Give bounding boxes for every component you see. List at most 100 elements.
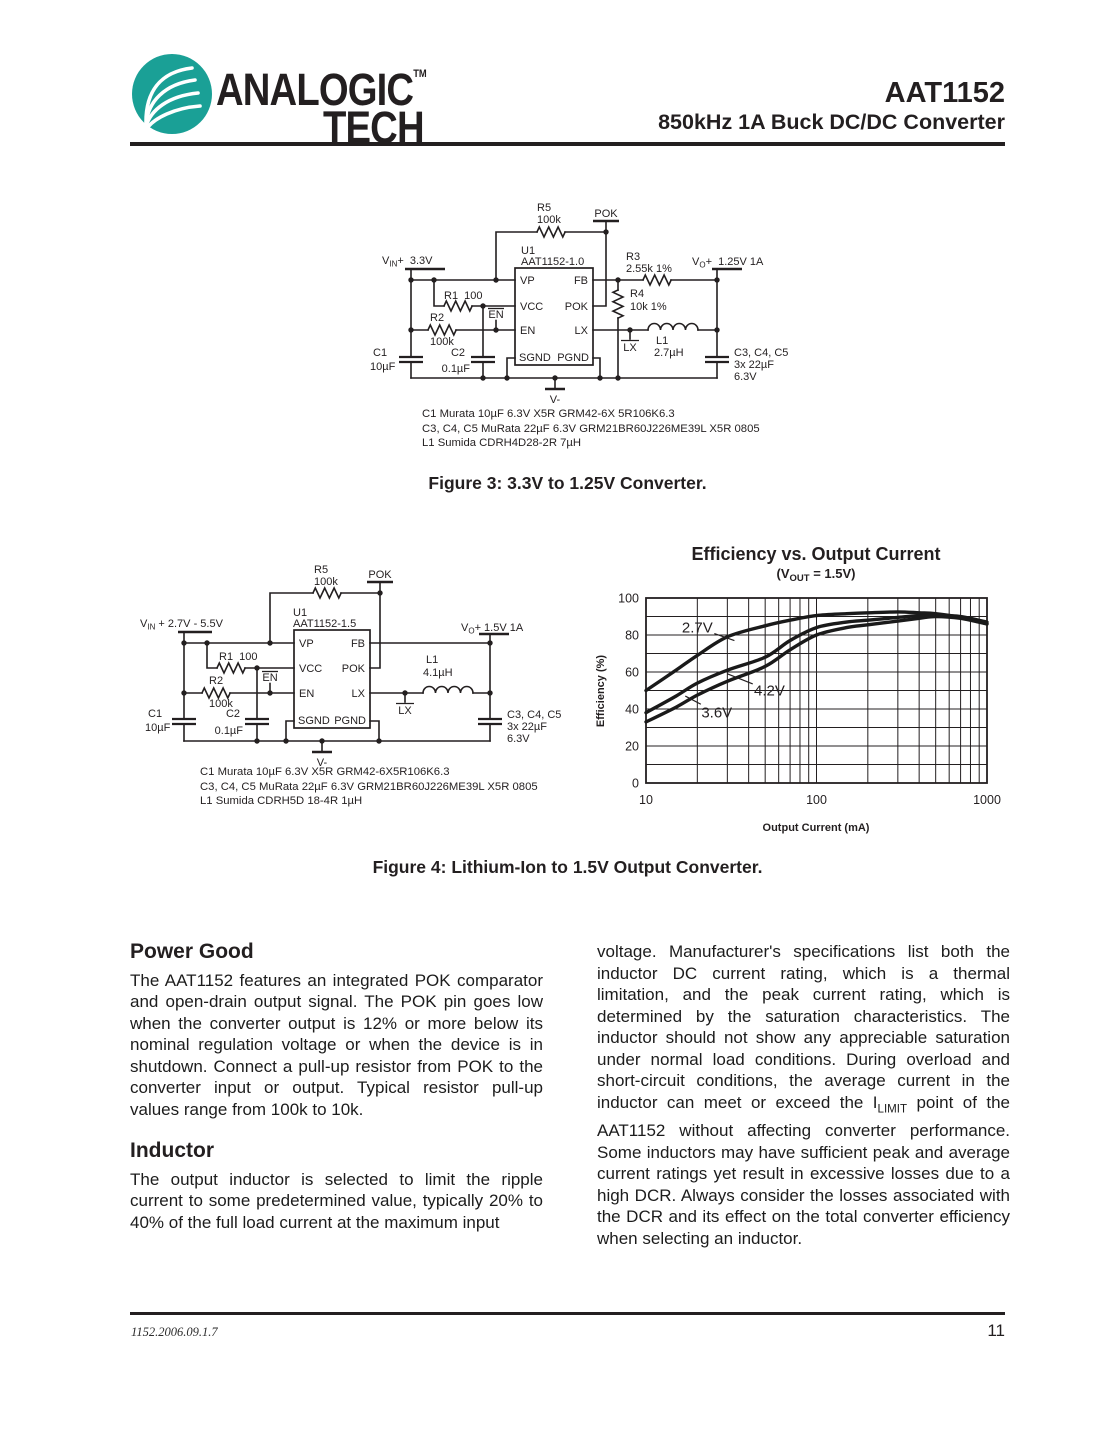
pin-pgnd: PGND xyxy=(557,352,589,364)
l1-ref: L1 xyxy=(426,654,438,666)
pin-vcc: VCC xyxy=(520,301,543,313)
c1-value: 10µF xyxy=(145,722,171,734)
r4-ref: R4 xyxy=(630,288,644,300)
efficiency-chart: Efficiency vs. Output Current (VOUT = 1.… xyxy=(595,544,1001,834)
pin-sgnd: SGND xyxy=(519,352,551,364)
u1-ref: U1 xyxy=(521,245,535,257)
pin-fb: FB xyxy=(574,275,588,287)
fig4-wires xyxy=(172,580,509,754)
capacitor-c345 xyxy=(705,355,729,364)
doc-subtitle: 850kHz 1A Buck DC/DC Converter xyxy=(658,110,1005,134)
y-tick-label: 40 xyxy=(625,703,639,717)
brand-wordmark: ANALOGICTM TECH xyxy=(216,54,464,150)
resistor-r1 xyxy=(442,299,474,313)
x-tick-label: 100 xyxy=(806,793,827,807)
curve-label-leader xyxy=(727,673,753,685)
power-good-body: The AAT1152 features an integrated POK c… xyxy=(130,970,543,1119)
vminus-label: V- xyxy=(550,394,561,406)
analogictech-logo-icon xyxy=(132,54,212,134)
r3-ref: R3 xyxy=(626,251,640,263)
capacitor-c1 xyxy=(399,355,423,364)
vminus-label: V- xyxy=(317,757,328,769)
footer-doc-id: 1152.2006.09.1.7 xyxy=(131,1325,218,1339)
fig3-wires xyxy=(399,219,742,391)
part-number: AAT1152 xyxy=(884,77,1005,109)
pok-terminal-label: POK xyxy=(368,569,392,581)
resistor-r5 xyxy=(535,225,567,239)
inductor-body: The output inductor is selected to limit… xyxy=(130,1169,543,1232)
figure3-notes: C1 Murata 10µF 6.3V X5R GRM42-6X 5R106K6… xyxy=(422,407,760,451)
pin-pok: POK xyxy=(565,301,589,313)
right-column: voltage. Manufacturer's specifications l… xyxy=(597,941,1010,1249)
note-line: L1 Sumida CDRH5D 18-4R 1µH xyxy=(200,795,363,807)
r5-ref: R5 xyxy=(314,564,328,576)
lx-terminal-label: LX xyxy=(623,342,637,354)
fig4-junctions xyxy=(181,590,493,744)
resistor-r1 xyxy=(215,661,247,675)
c345-value: 3x 22µF xyxy=(507,721,547,733)
capacitor-c345 xyxy=(478,717,502,726)
r4-value: 10k 1% xyxy=(630,301,667,313)
capacitor-c2 xyxy=(471,355,495,364)
footer-rule xyxy=(130,1312,1005,1315)
vin-label: VIN + 2.7V - 5.5V xyxy=(140,618,224,632)
pin-vp: VP xyxy=(299,638,314,650)
pin-pok: POK xyxy=(342,663,366,675)
inductor-l1 xyxy=(647,322,699,331)
curve-label-leader xyxy=(685,695,702,705)
curve-label: 2.7V xyxy=(682,620,713,637)
x-tick-label: 10 xyxy=(639,793,653,807)
resistor-r2 xyxy=(426,323,458,337)
l1-value: 2.7µH xyxy=(654,347,684,359)
right-column-body: voltage. Manufacturer's specifications l… xyxy=(597,942,1010,1248)
pin-vp: VP xyxy=(520,275,535,287)
fig4-labels: VIN + 2.7V - 5.5V R5 100k POK U1 AAT1152… xyxy=(140,564,561,769)
note-line: C3, C4, C5 MuRata 22µF 6.3V GRM21BR60J22… xyxy=(422,422,760,435)
lx-terminal-label: LX xyxy=(398,705,412,717)
r2-value: 100k xyxy=(430,336,454,348)
chart-ylabel: Efficiency (%) xyxy=(595,655,607,727)
pin-en: EN xyxy=(299,688,314,700)
vout-label: VO+ 1.25V 1A xyxy=(692,256,764,270)
pin-vcc: VCC xyxy=(299,663,322,675)
trademark-symbol: TM xyxy=(413,68,427,80)
doc-title-block: AAT1152 850kHz 1A Buck DC/DC Converter xyxy=(658,78,1005,136)
c2-value: 0.1µF xyxy=(215,725,244,737)
resistor-r3 xyxy=(641,273,673,287)
r2-ref: R2 xyxy=(209,675,223,687)
c345-value: 3x 22µF xyxy=(734,359,774,371)
brand-top-text: ANALOGICTM xyxy=(216,64,427,115)
figure4-notes: C1 Murata 10µF 6.3V X5R GRM42-6X5R106K6.… xyxy=(200,765,538,809)
curve-2.7V xyxy=(644,610,989,693)
inductor-heading: Inductor xyxy=(130,1139,214,1162)
pin-pgnd: PGND xyxy=(334,715,366,727)
figure3-caption: Figure 3: 3.3V to 1.25V Converter. xyxy=(428,473,707,493)
r2-value: 100k xyxy=(209,698,233,710)
curve-label: 4.2V xyxy=(754,683,785,700)
vin-label: VIN+ 3.3V xyxy=(382,255,433,269)
pin-sgnd: SGND xyxy=(298,715,330,727)
power-good-heading: Power Good xyxy=(130,940,254,963)
r3-value: 2.55k 1% xyxy=(626,263,672,275)
curve-label-leader xyxy=(714,632,735,642)
c2-ref: C2 xyxy=(226,708,240,720)
ic-u1 xyxy=(293,629,371,729)
figure4-caption: Figure 4: Lithium-Ion to 1.5V Output Con… xyxy=(372,857,763,877)
curve-label: 3.6V xyxy=(701,705,732,722)
pin-fb: FB xyxy=(351,638,365,650)
y-tick-label: 0 xyxy=(632,777,639,791)
c1-value: 10µF xyxy=(370,361,396,373)
en-terminal-label: EN xyxy=(262,672,277,684)
x-tick-label: 1000 xyxy=(973,793,1001,807)
r2-ref: R2 xyxy=(430,312,444,324)
pin-lx: LX xyxy=(575,325,589,337)
c2-value: 0.1µF xyxy=(442,363,471,375)
chart-subtitle: (VOUT = 1.5V) xyxy=(777,566,856,584)
curve-3.6V xyxy=(644,614,989,724)
l1-ref: L1 xyxy=(656,335,668,347)
figure3-schematic: VIN+ 3.3V R5 100k POK U1 AAT1152-1.0 VP … xyxy=(370,202,788,406)
note-line: C3, C4, C5 MuRata 22µF 6.3V GRM21BR60J22… xyxy=(200,780,538,793)
fig3-labels: VIN+ 3.3V R5 100k POK U1 AAT1152-1.0 VP … xyxy=(370,202,788,406)
